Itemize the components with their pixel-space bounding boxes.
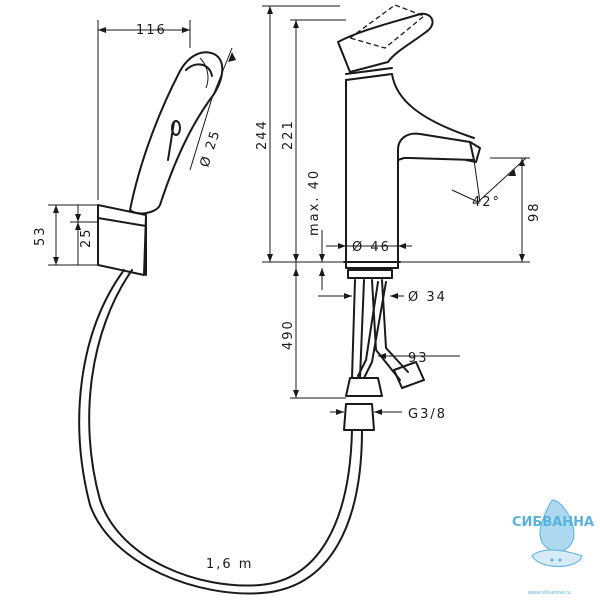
dimension-lines xyxy=(48,5,530,415)
watermark-url: www.sibvanna.ru xyxy=(528,590,571,596)
dim-hose-under: 490 xyxy=(281,319,296,350)
hand-shower xyxy=(78,51,363,595)
dim-height-spout: 221 xyxy=(281,119,296,150)
dim-max-40: max. 40 xyxy=(307,169,322,236)
dim-holder-inner: 25 xyxy=(79,227,94,248)
dim-diameter-body: Ø 46 xyxy=(352,240,391,255)
dim-width-sprayer: 116 xyxy=(136,23,167,38)
watermark-brand: СИБВАННА xyxy=(512,515,594,530)
dim-holder-height: 53 xyxy=(33,225,48,246)
dim-angle: 42° xyxy=(472,195,501,210)
dim-hose-length: 1,6 m xyxy=(206,557,253,572)
watermark-logo: СИБВАННА www.sibvanna.ru xyxy=(512,499,594,596)
dim-diameter-hole: Ø 34 xyxy=(408,290,447,305)
dim-height-total: 244 xyxy=(255,119,270,150)
faucet xyxy=(337,4,481,431)
dim-spout-height: 98 xyxy=(527,201,542,222)
dim-connection-offset: 93 xyxy=(408,351,429,366)
dim-thread: G3/8 xyxy=(408,407,447,422)
